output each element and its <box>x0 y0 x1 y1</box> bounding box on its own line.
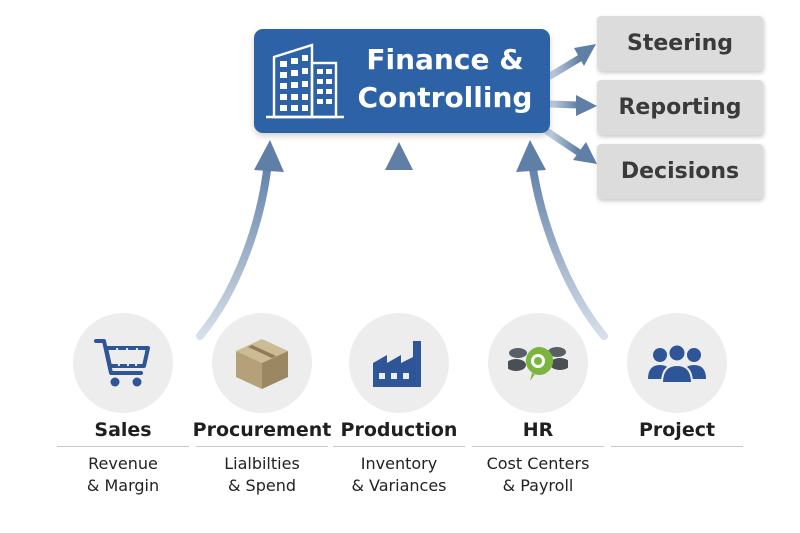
arrowhead-decisions <box>573 142 597 164</box>
output-decisions: Decisions <box>597 144 763 199</box>
output-reporting: Reporting <box>597 80 763 135</box>
arrowhead-production <box>385 142 413 170</box>
arrowhead-reporting <box>576 95 597 116</box>
team-icon <box>648 343 706 384</box>
arrow-hub-to-reporting <box>546 100 582 109</box>
people-chat-icon <box>508 346 568 381</box>
shopping-cart-icon <box>94 339 150 387</box>
output-steering: Steering <box>597 16 763 71</box>
dept-icon-circle <box>212 313 312 413</box>
divider <box>611 446 743 447</box>
finance-controlling-hub: Finance & Controlling <box>254 29 550 133</box>
arrowhead-sales <box>254 140 284 172</box>
divider <box>196 446 328 447</box>
factory-icon <box>373 341 421 387</box>
office-building-icon <box>266 43 344 119</box>
arrow-sales-to-hub <box>196 158 272 340</box>
arrow-hub-to-steering <box>546 54 584 80</box>
arrow-hub-to-decisions <box>544 128 582 156</box>
dept-name: Sales <box>94 419 152 441</box>
hub-title: Finance & Controlling <box>357 43 533 114</box>
dept-icon-circle <box>488 313 588 413</box>
arrowhead-project <box>516 140 546 172</box>
dept-icon-circle <box>73 313 173 413</box>
divider <box>57 446 189 447</box>
dept-icon-circle <box>349 313 449 413</box>
dept-desc: Cost Centers & Payroll <box>486 454 590 495</box>
arrow-project-to-hub <box>528 158 608 340</box>
dept-desc: Lialbilties & Spend <box>224 454 300 495</box>
dept-name: Project <box>638 419 716 441</box>
divider <box>472 446 604 447</box>
dept-name: Procurement <box>192 419 332 441</box>
box-icon <box>236 339 288 389</box>
arrowhead-steering <box>574 44 596 66</box>
dept-desc: Revenue & Margin <box>86 454 160 495</box>
divider <box>333 446 465 447</box>
dept-icon-circle <box>627 313 727 413</box>
dept-name: Production <box>340 419 458 441</box>
dept-name: HR <box>522 419 554 441</box>
dept-desc: Inventory & Variances <box>351 454 447 495</box>
